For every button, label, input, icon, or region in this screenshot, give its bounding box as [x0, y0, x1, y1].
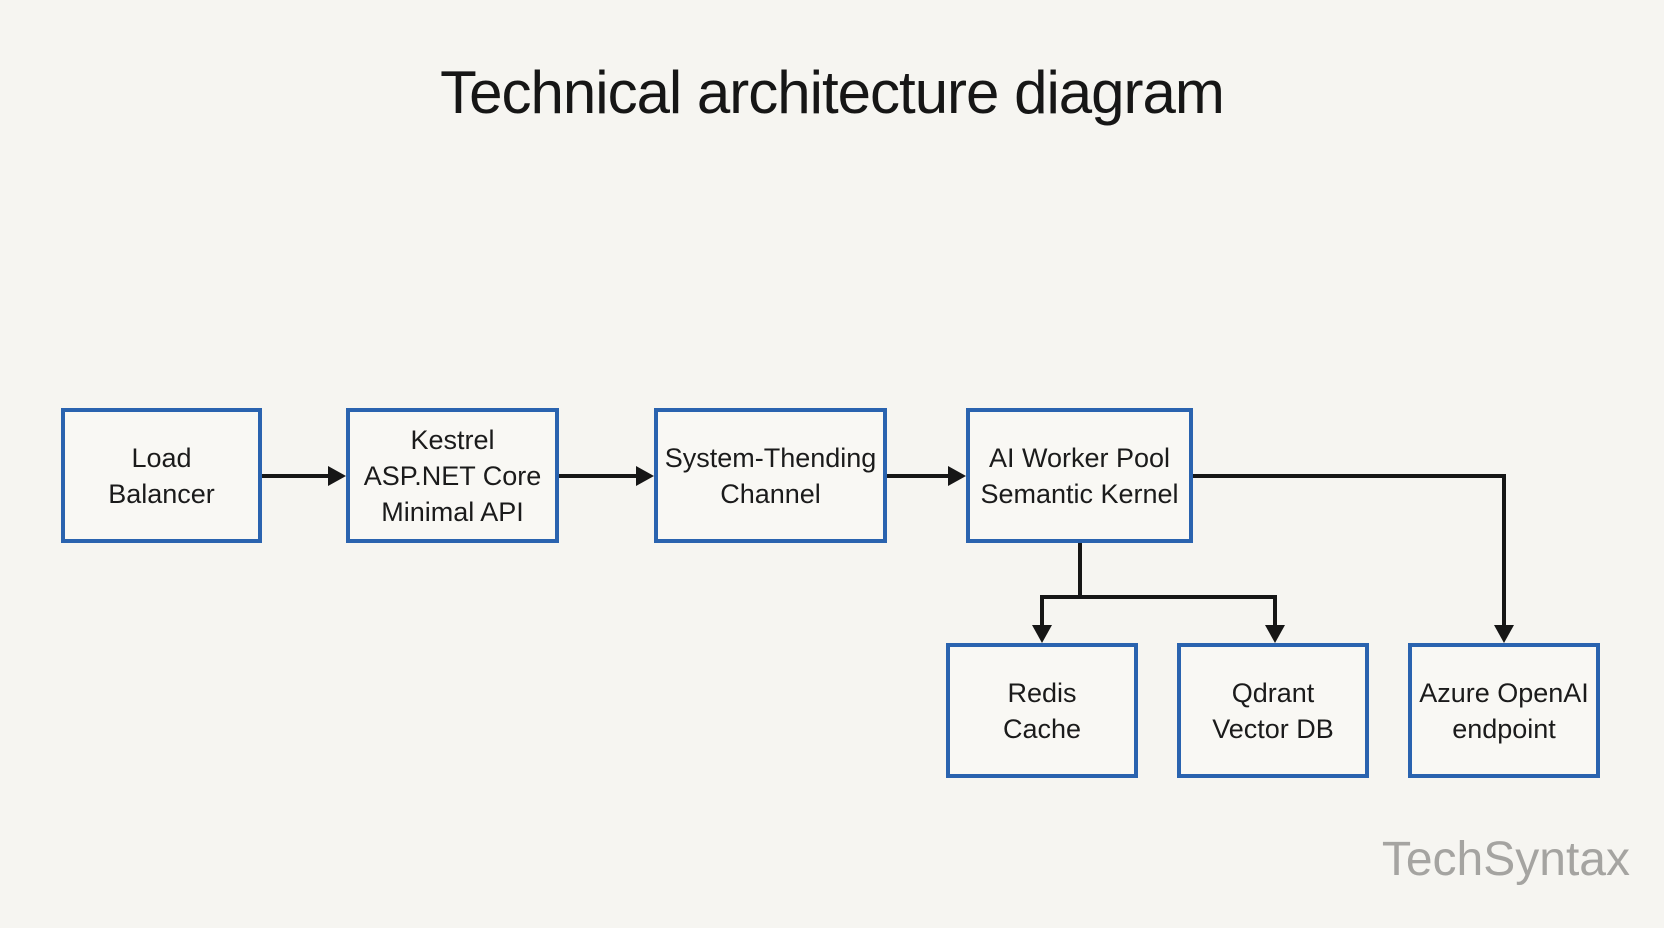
node-label-line: AI Worker Pool: [988, 442, 1171, 473]
node-label-line: Channel: [720, 478, 821, 509]
arrowhead-down-icon: [1265, 625, 1285, 643]
page-title: Technical architecture diagram: [440, 59, 1225, 126]
node-label: Load Balancer: [108, 440, 215, 512]
node-label: System-Thending Channel: [665, 440, 877, 512]
connector-aiworker-azure-hline: [1193, 474, 1506, 478]
node-redis-cache: Redis Cache: [946, 643, 1138, 778]
node-ai-worker-pool: AI Worker Pool Semantic Kernel: [966, 408, 1193, 543]
arrowhead-down-icon: [1032, 625, 1052, 643]
node-label-line: Balancer: [108, 478, 215, 509]
node-label-line: ASP.NET Core: [363, 460, 542, 491]
watermark: TechSyntax: [1381, 833, 1630, 886]
connector-branch-crossbar: [1040, 595, 1277, 599]
node-label: AI Worker Pool Semantic Kernel: [980, 440, 1178, 512]
connector-loadbalancer-kestrel-line: [262, 474, 332, 478]
connector-branch-redis-vline: [1040, 595, 1044, 627]
node-label-line: Redis: [1007, 677, 1077, 708]
node-label-line: Semantic Kernel: [980, 478, 1179, 509]
node-label: Kestrel ASP.NET Core Minimal API: [364, 422, 542, 530]
node-azure-openai-endpoint: Azure OpenAI endpoint: [1408, 643, 1600, 778]
node-label: Qdrant Vector DB: [1212, 675, 1334, 747]
connector-kestrel-channel-line: [559, 474, 638, 478]
node-kestrel-aspnet-core: Kestrel ASP.NET Core Minimal API: [346, 408, 559, 543]
connector-aiworker-azure-vline: [1502, 474, 1506, 627]
node-label-line: Minimal API: [381, 496, 524, 527]
node-label-line: Kestrel: [410, 424, 495, 455]
arrowhead-right-icon: [948, 466, 966, 486]
node-label-line: Vector DB: [1212, 713, 1334, 744]
node-label-line: Azure OpenAI: [1419, 677, 1589, 708]
connector-aiworker-branch-stem: [1078, 543, 1082, 599]
node-system-thending-channel: System-Thending Channel: [654, 408, 887, 543]
connector-channel-aiworker-line: [887, 474, 950, 478]
node-label-line: System-Thending: [664, 442, 877, 473]
node-label: Redis Cache: [1003, 675, 1081, 747]
connector-branch-qdrant-vline: [1273, 595, 1277, 627]
node-label: Azure OpenAI endpoint: [1419, 675, 1589, 747]
node-qdrant-vector-db: Qdrant Vector DB: [1177, 643, 1369, 778]
arrowhead-down-icon: [1494, 625, 1514, 643]
node-label-line: endpoint: [1452, 713, 1556, 744]
node-label-line: Cache: [1002, 713, 1082, 744]
arrowhead-right-icon: [636, 466, 654, 486]
arrowhead-right-icon: [328, 466, 346, 486]
node-load-balancer: Load Balancer: [61, 408, 262, 543]
node-label-line: Qdrant: [1231, 677, 1315, 708]
node-label-line: Load: [131, 442, 192, 473]
